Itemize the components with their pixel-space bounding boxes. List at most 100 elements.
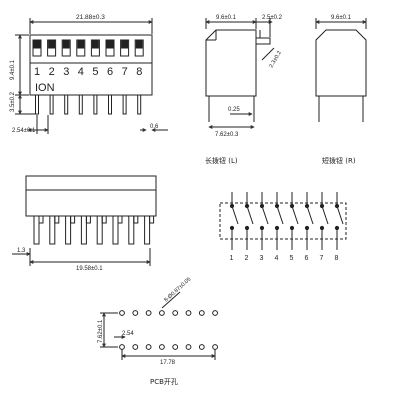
pcb-hole	[132, 310, 139, 316]
top-view-slots	[32, 39, 144, 57]
top-dim-pinlen: 3.5±0.2	[10, 91, 16, 112]
pcb-layout	[100, 291, 219, 360]
side-long-dim-acth: 2.3±0.2	[269, 50, 283, 69]
pcb-hole	[172, 310, 179, 316]
top-switch-number: 5	[92, 66, 98, 78]
front-pin-foot	[149, 215, 155, 224]
front-pin	[128, 215, 135, 245]
sch-contact	[229, 203, 235, 209]
sch-blade	[231, 205, 239, 225]
pcb-hole	[172, 344, 179, 350]
side-short-caption: 短拨钮 (R)	[322, 156, 356, 165]
top-switch-slot	[32, 39, 42, 57]
top-view	[15, 18, 168, 134]
sch-contact	[274, 203, 280, 209]
sch-number: 3	[260, 255, 264, 262]
side-long-dim-acth-line	[261, 47, 275, 61]
top-switch-number: 7	[122, 66, 128, 78]
sch-contact	[259, 203, 265, 209]
sch-blade	[246, 205, 254, 225]
top-switch-slot	[134, 39, 144, 57]
front-pin	[80, 215, 87, 245]
top-on-label: ION	[35, 82, 55, 94]
sch-blade	[261, 205, 269, 225]
side-long-caption: 长拨钮 (L)	[205, 156, 238, 165]
sch-number: 1	[230, 255, 234, 262]
sch-contact	[334, 203, 340, 209]
sch-contact	[289, 203, 295, 209]
pcb-hole	[145, 344, 152, 350]
top-switch-slot	[120, 39, 130, 57]
front-pin-foot	[38, 215, 44, 224]
front-pin-foot	[85, 215, 91, 224]
side-long-dim-top: 9.6±0.1	[216, 15, 237, 21]
sch-blade	[321, 205, 329, 225]
front-dim-offset: 1.3	[17, 248, 26, 254]
side-long-body	[205, 29, 257, 97]
side-short-body	[315, 29, 367, 97]
top-switch-knob	[135, 40, 143, 49]
pcb-hole	[198, 344, 205, 350]
top-switch-knob	[77, 40, 85, 49]
pcb-dim-pitch: 2.54	[122, 331, 134, 337]
front-pin	[144, 215, 151, 245]
front-pin-foot	[117, 215, 123, 224]
side-long-dim-row: 7.62±0.3	[215, 132, 239, 138]
front-pin	[49, 215, 56, 245]
top-dim-height: 9.4±0.1	[10, 59, 16, 80]
front-view-pins	[33, 215, 155, 245]
top-pin	[137, 94, 142, 115]
top-switch-knob	[91, 40, 99, 49]
sch-number: 4	[275, 255, 279, 262]
sch-contact	[244, 203, 250, 209]
front-pin-foot	[70, 215, 76, 224]
top-dim-pinw: 0.6	[150, 124, 159, 130]
side-long-dim-act: 2.5±0.2	[262, 15, 283, 21]
front-pin-foot	[101, 215, 107, 224]
top-switch-slot	[90, 39, 100, 57]
top-pin	[35, 94, 39, 115]
sch-blade	[291, 205, 299, 225]
top-switch-slot	[76, 39, 86, 57]
sch-contact	[304, 203, 310, 209]
pcb-hole	[119, 344, 125, 350]
top-switch-number: 2	[49, 66, 55, 78]
top-switch-number: 1	[34, 66, 40, 78]
top-pin	[64, 94, 69, 115]
schematic-box	[219, 202, 347, 240]
front-pin	[65, 215, 72, 245]
side-long-view	[205, 18, 275, 129]
top-switch-knob	[121, 40, 129, 49]
sch-blade	[276, 205, 284, 225]
side-long-actuator	[255, 37, 271, 45]
top-dim-width: 21.88±0.3	[76, 14, 105, 21]
pcb-hole	[212, 310, 219, 316]
pcb-hole	[159, 344, 165, 350]
pcb-dim-hole: 8-Ø0.87±0.05	[163, 277, 192, 304]
top-pin	[122, 94, 127, 115]
top-switch-knob	[106, 40, 114, 49]
sch-number: 7	[320, 255, 324, 262]
top-view-switch-area	[29, 34, 153, 64]
front-dim-span: 19.58±0.1	[76, 266, 103, 272]
sch-number: 8	[335, 255, 339, 262]
top-pin	[78, 94, 83, 115]
schematic-switches	[229, 192, 344, 250]
top-switch-number: 3	[63, 66, 69, 78]
pcb-hole	[145, 310, 152, 316]
front-pin-foot	[54, 215, 60, 224]
front-pin	[33, 215, 40, 245]
schematic	[219, 192, 347, 250]
top-switch-slot	[61, 39, 71, 57]
front-view-body	[25, 175, 157, 217]
front-pin-foot	[133, 215, 139, 224]
pcb-hole	[185, 344, 192, 350]
sch-number: 6	[305, 255, 309, 262]
side-long-dim-pin: 0.25	[228, 107, 240, 113]
side-short-dim-top: 9.6±0.1	[331, 15, 352, 21]
pcb-hole	[212, 344, 219, 350]
pcb-hole	[159, 310, 165, 316]
